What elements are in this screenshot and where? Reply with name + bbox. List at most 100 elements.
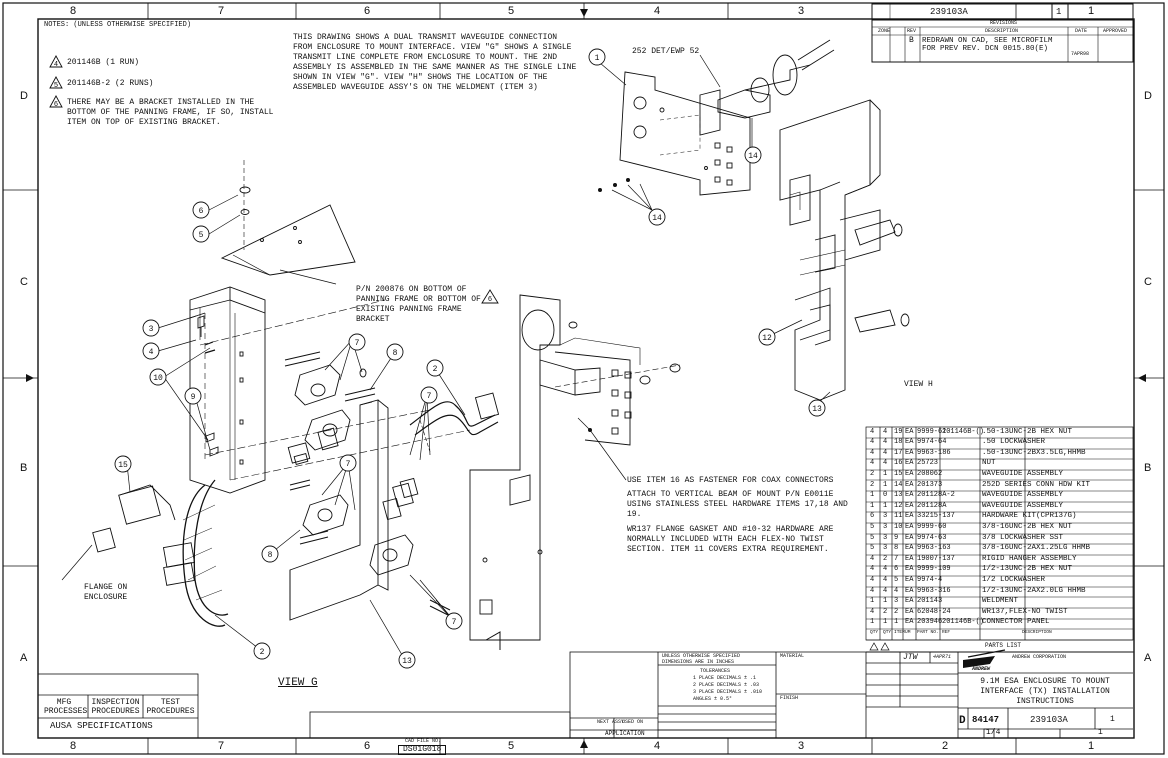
cad-file-number: DS01G018 [398, 745, 447, 756]
balloon-15 [114, 455, 132, 473]
parts-row-7-col-7: WAVEGUIDE ASSEMBLY [982, 491, 1064, 500]
parts-row-15-col-4: EA [905, 575, 914, 584]
parts-row-9-col-2: 3 [883, 512, 888, 521]
test-procedures-label: TEST PROCEDURES [146, 698, 195, 716]
parts-row-16-col-7: 1/2-13UNC-2AX2.0LG HHMB [982, 586, 1086, 595]
leader-arrow-heads [588, 178, 630, 432]
parts-row-15-col-2: 4 [883, 575, 888, 584]
company-name: ANDREW CORPORATION [1012, 654, 1067, 660]
balloon-10 [149, 368, 167, 386]
balloon-9 [184, 387, 202, 405]
view-g-label: VIEW G [278, 677, 318, 689]
parts-row-5-col-7: WAVEGUIDE ASSEMBLY [982, 469, 1064, 478]
parts-row-13-col-2: 2 [883, 554, 888, 563]
parts-row-7-col-1: 1 [870, 491, 875, 500]
parts-row-10-col-2: 3 [883, 522, 888, 531]
parts-row-13-col-4: EA [905, 554, 914, 563]
svg-text:2: 2 [260, 648, 265, 657]
svg-text:10: 10 [153, 374, 163, 383]
balloon-13b [808, 399, 826, 417]
parts-row-14-col-1: 4 [870, 565, 875, 574]
balloon-5 [192, 225, 210, 243]
balloon-14a [744, 146, 762, 164]
parts-row-2-col-2: 4 [883, 438, 888, 447]
parts-row-8-col-7: WAVEGUIDE ASSEMBLY [982, 501, 1064, 510]
zone-row-d: D [20, 90, 28, 102]
parts-row-3-col-1: 4 [870, 448, 875, 457]
parts-col-label-3: ITEM [894, 630, 905, 636]
rev-col-approved: APPROVED [1103, 28, 1128, 34]
parts-row-18-col-1: 4 [870, 607, 875, 616]
zone-row-a-right: A [1144, 652, 1152, 664]
parts-row-17-col-1: 1 [870, 597, 875, 606]
parts-row-16-col-4: EA [905, 586, 914, 595]
parts-col-label-4: UM [905, 630, 911, 636]
material-label: MATERIAL [780, 653, 805, 659]
parts-row-12-col-2: 3 [883, 544, 888, 553]
drawing-title-line2: INTERFACE (TX) INSTALLATION [980, 687, 1110, 696]
code-ident: 84147 [972, 715, 1000, 725]
parts-row-18-col-2: 2 [883, 607, 888, 616]
parts-row-6-col-4: EA [905, 480, 914, 489]
doc-number-top: 239103A [930, 7, 968, 17]
svg-text:6: 6 [199, 207, 204, 216]
parts-row-8-col-1: 1 [870, 501, 875, 510]
balloon-2a [426, 359, 444, 377]
svg-text:5: 5 [199, 231, 204, 240]
parts-row-2-col-1: 4 [870, 438, 875, 447]
zone-row-c-right: C [1144, 276, 1152, 288]
parts-row-15-col-3: 5 [894, 575, 899, 584]
svg-text:8: 8 [268, 551, 273, 560]
zone-col-8: 8 [70, 5, 77, 17]
company-logo-text: ANDREW [972, 666, 991, 672]
rev-entry-date: 7APR98 [1071, 51, 1090, 57]
parts-row-10-col-5: 9999-60 [917, 522, 947, 531]
callout-flange: FLANGE ON ENCLOSURE [84, 583, 128, 602]
svg-text:7: 7 [346, 460, 351, 469]
balloon-4 [142, 342, 160, 360]
balloon-7d [445, 612, 463, 630]
parts-row-6-col-1: 2 [870, 480, 875, 489]
parts-row-18-col-3: 2 [894, 607, 899, 616]
view-g-drawing [92, 39, 910, 650]
parts-row-14-col-4: EA [905, 565, 914, 574]
parts-row-19-col-6: 201146B-() [942, 618, 985, 627]
parts-row-1-col-7: .50-13UNC-2B HEX NUT [982, 427, 1073, 436]
parts-row-4-col-4: EA [905, 459, 914, 468]
size-letter: D [959, 715, 966, 727]
parts-row-5-col-2: 1 [883, 469, 888, 478]
parts-row-1-col-6: 201146B-() [942, 427, 985, 436]
svg-text:13: 13 [402, 657, 412, 666]
parts-row-19-col-4: EA [905, 618, 914, 627]
revision-top: 1 [1056, 7, 1062, 17]
parts-row-15-col-7: 1/2 LOCKWASHER [982, 575, 1046, 584]
parts-row-15-col-5: 9974-4 [917, 575, 943, 584]
drawing-title-line3: INSTRUCTIONS [1016, 697, 1074, 706]
parts-row-10-col-7: 3/8-16UNC-2B HEX NUT [982, 522, 1073, 531]
parts-row-14-col-7: 1/2-13UNC-2B HEX NUT [982, 565, 1073, 574]
zone-col-6: 6 [364, 5, 371, 17]
parts-row-7-col-5: 201128A-2 [917, 491, 955, 500]
svg-text:6: 6 [488, 296, 492, 304]
parts-row-4-col-3: 16 [894, 459, 903, 468]
rev-col-zone: ZONE [878, 28, 891, 34]
zone-col-5: 5 [508, 5, 515, 17]
tolerance-2: 2 PLACE DECIMALS ± .03 [693, 682, 760, 688]
parts-row-5-col-5: 208062 [917, 469, 943, 478]
ausa-specifications: AUSA SPECIFICATIONS [50, 721, 153, 731]
zone-col-6-bottom: 6 [364, 740, 371, 752]
svg-text:5: 5 [54, 82, 58, 90]
parts-row-14-col-2: 4 [883, 565, 888, 574]
parts-row-4-col-7: NUT [982, 459, 996, 468]
parts-list-rows [866, 437, 1133, 653]
svg-text:4: 4 [149, 348, 154, 357]
parts-row-11-col-7: 3/8 LOCKWASHER SST [982, 533, 1064, 542]
parts-row-10-col-3: 10 [894, 522, 903, 531]
parts-row-3-col-5: 9963-186 [917, 448, 951, 457]
parts-row-9-col-7: HARDWARE KIT(CPR137G) [982, 512, 1077, 521]
balloon-14b [648, 208, 666, 226]
parts-row-17-col-7: WELDMENT [982, 597, 1019, 606]
parts-row-12-col-1: 5 [870, 544, 875, 553]
